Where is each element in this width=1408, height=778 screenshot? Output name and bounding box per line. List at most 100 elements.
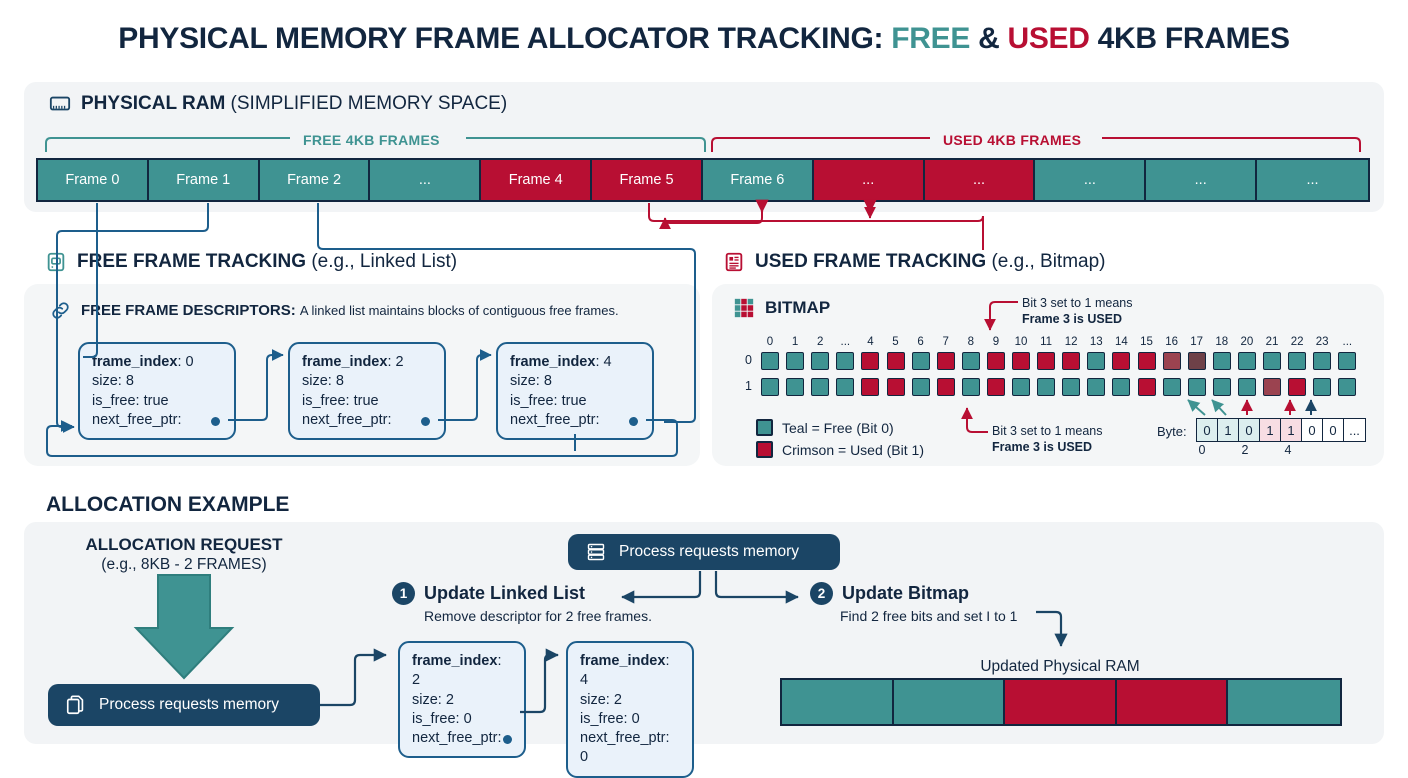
bitmap-cell-r1-c7 [936,378,955,396]
bitmap-col-header-7: 7 [942,336,949,348]
legend-text-free: Teal = Free (Bit 0) [782,419,894,436]
bitmap-cell-r0-c8 [961,352,980,370]
ram-frame-label: Frame 0 [65,172,120,188]
bitmap-cell-r0-c15 [1137,352,1156,370]
free-descriptor-node-2: frame_index: 4 size: 8 is_free: true nex… [496,342,654,441]
ram-frame-label: ... [862,172,875,188]
bitmap-cell-r1-c4 [861,378,880,396]
bitmap-callout-bottom: Bit 3 set to 1 means Frame 3 is USED [992,423,1102,456]
bitmap-col-header-8: 8 [967,336,974,348]
descriptor-size-value: 8 [335,373,344,390]
bitmap-callout-top: Bit 3 set to 1 means Frame 3 is USED [1022,295,1132,328]
bitmap-col-header-23: 23 [1315,336,1329,348]
legend-swatch-teal [756,419,773,436]
step-2: 2 Update Bitmap [810,582,969,605]
updated-ram-row [780,678,1342,726]
bitmap-cell-r1-c5 [886,378,905,396]
process-requests-memory-pill-left[interactable]: Process requests memory [48,684,320,726]
used-frame-tracking-heading: USED FRAME TRACKING (e.g., Bitmap) [722,250,1106,274]
callout-top-line2: Frame 3 is USED [1022,312,1123,327]
bitmap-col-header-9: 9 [992,336,1000,348]
descriptor-isfree-value: 0 [463,710,472,727]
step-1-title: Update Linked List [424,583,586,603]
descriptor-frame-index-key: frame_index [302,354,388,370]
byte-cell-5: 0 [1302,419,1323,441]
bitmap-cell-r0-c3 [836,352,855,370]
free-frames-bracket-label: FREE 4KB FRAMES [296,132,447,148]
legend-swatch-crimson [756,441,773,458]
title-part2: 4KB FRAMES [1089,22,1290,55]
bitmap-col-header-20: 20 [1240,336,1254,348]
bitmap-cell-r0-c20 [1263,352,1281,370]
alloc-descriptor-node-0: frame_index: 2 size: 2 is_free: 0 next_f… [398,641,526,759]
bitmap-cell-r0-c23 [1338,352,1357,370]
callout-bottom-line1: Bit 3 set to 1 means [992,424,1103,438]
bitmap-cell-r1-c9 [986,378,1005,396]
ram-frame-label: ... [1194,172,1207,188]
grid-icon [732,296,756,320]
ram-frame-label: ... [418,172,431,188]
ram-frame-1: Frame 1 [148,160,260,200]
bitmap-cell-r1-c18 [1212,378,1231,396]
ram-frame-label: Frame 1 [176,172,231,188]
descriptor-isfree-value: true [353,392,379,409]
title-free: FREE [891,22,971,55]
byte-cell-7: ... [1344,419,1365,441]
title-part1: PHYSICAL MEMORY FRAME ALLOCATOR TRACKING… [118,22,892,55]
descriptor-size-value: 2 [613,691,622,708]
bitmap-col-header-14: 14 [1114,336,1128,348]
bitmap-row-header-1: 1 [745,379,752,393]
bitmap-cell-r0-c21 [1288,352,1307,370]
bitmap-col-header-5: 5 [892,336,899,348]
step-2-title: Update Bitmap [842,583,970,603]
byte-index-4: 4 [1284,443,1292,457]
bitmap-col-header-1: 1 [791,336,799,348]
bitmap-col-header-6: 6 [917,336,924,348]
callout-top-line1: Bit 3 set to 1 means [1022,296,1133,310]
updated-ram-label: Updated Physical RAM [980,658,1140,675]
bitmap-col-header-15: 15 [1140,336,1153,348]
bitmap-cell-r0-c18 [1212,352,1231,370]
server-icon [584,540,608,564]
bitmap-cell-r1-c20 [1263,378,1281,396]
ram-frame-label: ... [1306,172,1319,188]
byte-cell-4: 1 [1281,419,1302,441]
free-descriptor-node-1: frame_index: 2 size: 8 is_free: true nex… [288,342,446,441]
ram-frame-2: Frame 2 [259,160,371,200]
used-frame-tracking-bold: USED FRAME TRACKING [755,251,987,272]
document-teal-icon [44,250,68,274]
bitmap-cell-r1-c17 [1187,378,1206,396]
process-requests-memory-label-left: Process requests memory [99,696,280,713]
bitmap-cell-r1-c2 [811,378,830,396]
descriptor-next-key: next_free_ptr [92,411,178,428]
bitmap-cell-r1-c15 [1137,378,1156,396]
ram-frame-11: ... [1257,160,1368,200]
bitmap-cell-r1-c19 [1237,378,1256,396]
process-requests-memory-pill-top[interactable]: Process requests memory [568,534,840,570]
bitmap-cell-r1-c1 [786,378,805,396]
updated-ram-cell-1 [893,680,1006,724]
bitmap-col-header-12: 12 [1064,336,1078,348]
bitmap-col-header-17: 17 [1190,336,1204,348]
descriptor-isfree-key: is_free [302,392,346,409]
descriptor-size-key: size [510,373,536,390]
used-frame-tracking-light: (e.g., Bitmap) [986,251,1106,272]
updated-ram-cell-2 [1005,680,1117,724]
bitmap-cell-r1-c6 [911,378,930,396]
bitmap-col-header-4: 4 [867,336,874,348]
bitmap-cell-r0-c2 [811,352,830,370]
byte-cell-6: 0 [1323,419,1344,441]
ram-chip-icon [48,92,72,116]
bitmap-col-header-18: 18 [1215,336,1229,348]
ram-frame-10: ... [1146,160,1258,200]
physical-ram-heading-light: (SIMPLIFIED MEMORY SPACE) [225,93,508,114]
updated-ram-cell-4 [1228,680,1340,724]
descriptor-size-value: 2 [445,691,454,708]
descriptors-note: A linked list maintains blocks of contig… [299,302,619,318]
updated-ram-cell-0 [782,680,894,724]
legend-text-used: Crimson = Used (Bit 1) [782,441,924,458]
bitmap-col-header-10: 10 [1014,336,1028,348]
step-1-sub: Remove descriptor for 2 free frames. [424,608,652,624]
bitmap-cell-r0-c5 [886,352,905,370]
